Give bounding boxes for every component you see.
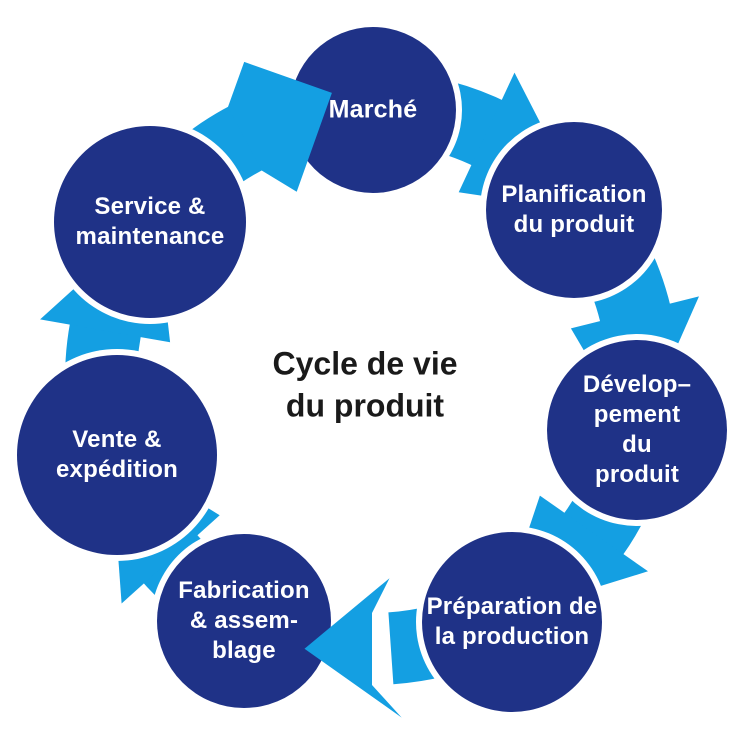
diagram-title: Cycle de vie du produit [272, 345, 458, 423]
node-label-developpement: Dévelop– pement du produit [582, 371, 692, 488]
node-circle-developpement [547, 340, 727, 520]
node-circles [17, 27, 727, 712]
node-circle-marche [290, 27, 456, 193]
node-circle-preparation [422, 532, 602, 712]
node-label-preparation: Préparation de la production [426, 593, 598, 650]
arrowhead-service-to-marche [228, 61, 332, 192]
node-circle-planification [486, 122, 662, 298]
node-circle-vente [17, 355, 217, 555]
node-circle-service [54, 126, 246, 318]
node-circle-fabrication [157, 534, 331, 708]
node-label-vente: Vente & expédition [55, 426, 179, 483]
arrowhead-preparation-to-fabrication [304, 578, 402, 718]
node-label-marche: Marché [328, 95, 418, 124]
front-arrowheads [228, 61, 402, 718]
node-label-planification: Planification du produit [501, 181, 647, 238]
node-label-service: Service & maintenance [75, 193, 225, 250]
node-label-fabrication: Fabrication & assem- blage [178, 577, 310, 664]
